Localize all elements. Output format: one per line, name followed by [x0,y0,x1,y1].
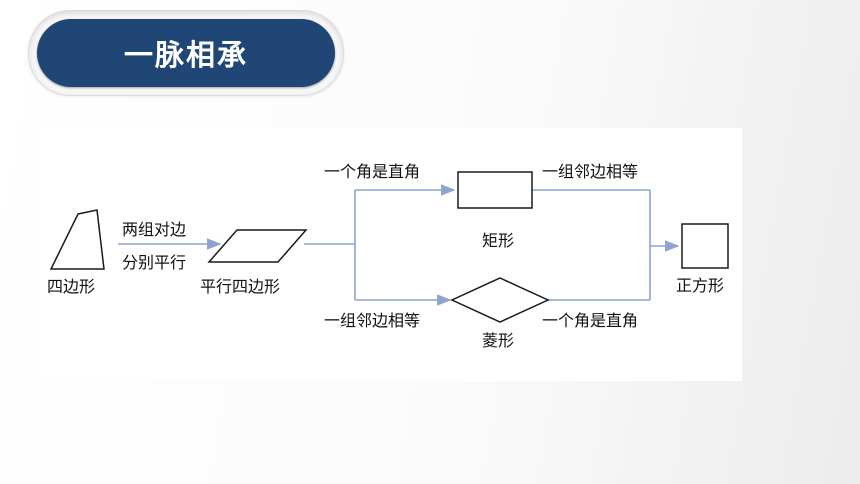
quadrilateral-shape [49,209,105,270]
rectangle-shape [457,171,533,209]
square-shape [681,223,729,269]
quadrilateral-relationship-diagram: 四边形 平行四边形 矩形 菱形 正方形 两组对边 分别平行 一个角是直角 一组邻… [42,128,742,381]
label-para-to-rhombus: 一组邻边相等 [324,311,420,330]
label-rhombus: 菱形 [482,331,514,350]
label-rectangle: 矩形 [482,231,514,250]
label-quad-to-para-line2: 分别平行 [122,253,186,272]
label-quadrilateral: 四边形 [47,277,95,296]
title-pill: 一脉相承 [28,10,344,96]
page-title: 一脉相承 [123,38,248,72]
label-rhombus-to-square: 一个角是直角 [542,311,638,330]
label-parallelogram: 平行四边形 [200,277,280,296]
label-square: 正方形 [676,276,724,295]
label-rect-to-square: 一组邻边相等 [542,162,638,181]
rhombus-shape [450,277,550,323]
label-para-to-rect: 一个角是直角 [324,162,420,181]
parallelogram-shape [207,229,308,263]
diagram-canvas: 四边形 平行四边形 矩形 菱形 正方形 两组对边 分别平行 一个角是直角 一组邻… [47,162,729,350]
title-banner: 一脉相承 [37,19,335,87]
label-quad-to-para-line1: 两组对边 [122,220,186,239]
